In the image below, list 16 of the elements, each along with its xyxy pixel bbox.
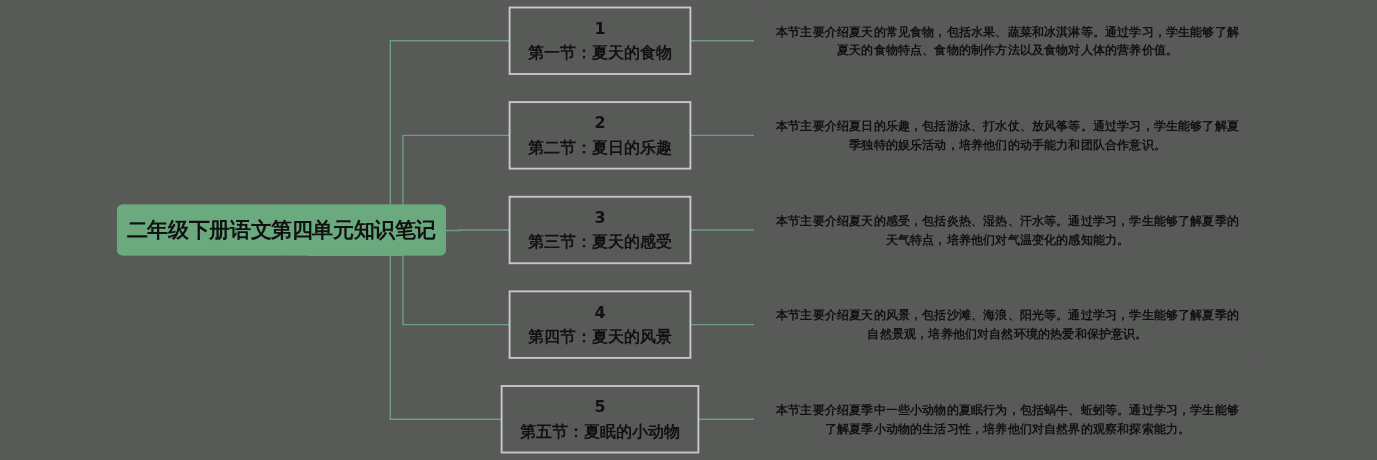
connector <box>689 229 755 231</box>
connector <box>444 229 510 232</box>
node-text: 本节主要介绍夏天的常见食物，包括水果、蔬菜和冰淇淋等。通过学习，学生能够了解夏天的食物特点、食物的制作方法以及食物对人体的营养价值。 <box>775 24 1239 57</box>
node-text: 本节主要介绍夏日的乐趣，包括游泳、打水仗、放风筝等。通过学习，学生能够了解夏季独特的娱乐活动，培养他们的动手能力和团队合作意识。 <box>775 118 1239 152</box>
node-text: 本节主要介绍夏季中一些小动物的夏眠行为，包括蜗牛、蚯蚓等。通过学习，学生能够了解夏季小动物的生活习性，培养他们对自然界的观察和探索能力。 <box>775 402 1239 436</box>
node-box: 1 第一节：夏天的食物 <box>508 6 691 75</box>
connector <box>689 134 755 137</box>
connector <box>689 40 755 42</box>
node-box: 5 第五节：夏眠的小动物 <box>500 385 699 454</box>
connector <box>689 323 755 326</box>
node-box: 3 第三节：夏天的感受 <box>508 195 691 265</box>
node-box: 4 第四节：夏天的风景 <box>508 290 691 359</box>
node-text: 本节主要介绍夏天的风景，包括沙滩、海浪、阳光等。通过学习，学生能够了解夏季的自然景观，培养他们对自然环境的热爱和保护意识。 <box>775 308 1239 341</box>
node-box: 2 第二节：夏日的乐趣 <box>508 101 691 170</box>
connector <box>697 418 755 420</box>
node-text: 本节主要介绍夏天的感受，包括炎热、湿热、汗水等。通过学习，学生能够了解夏季的天气特点，培养他们对气温变化的感知能力。 <box>775 213 1239 246</box>
